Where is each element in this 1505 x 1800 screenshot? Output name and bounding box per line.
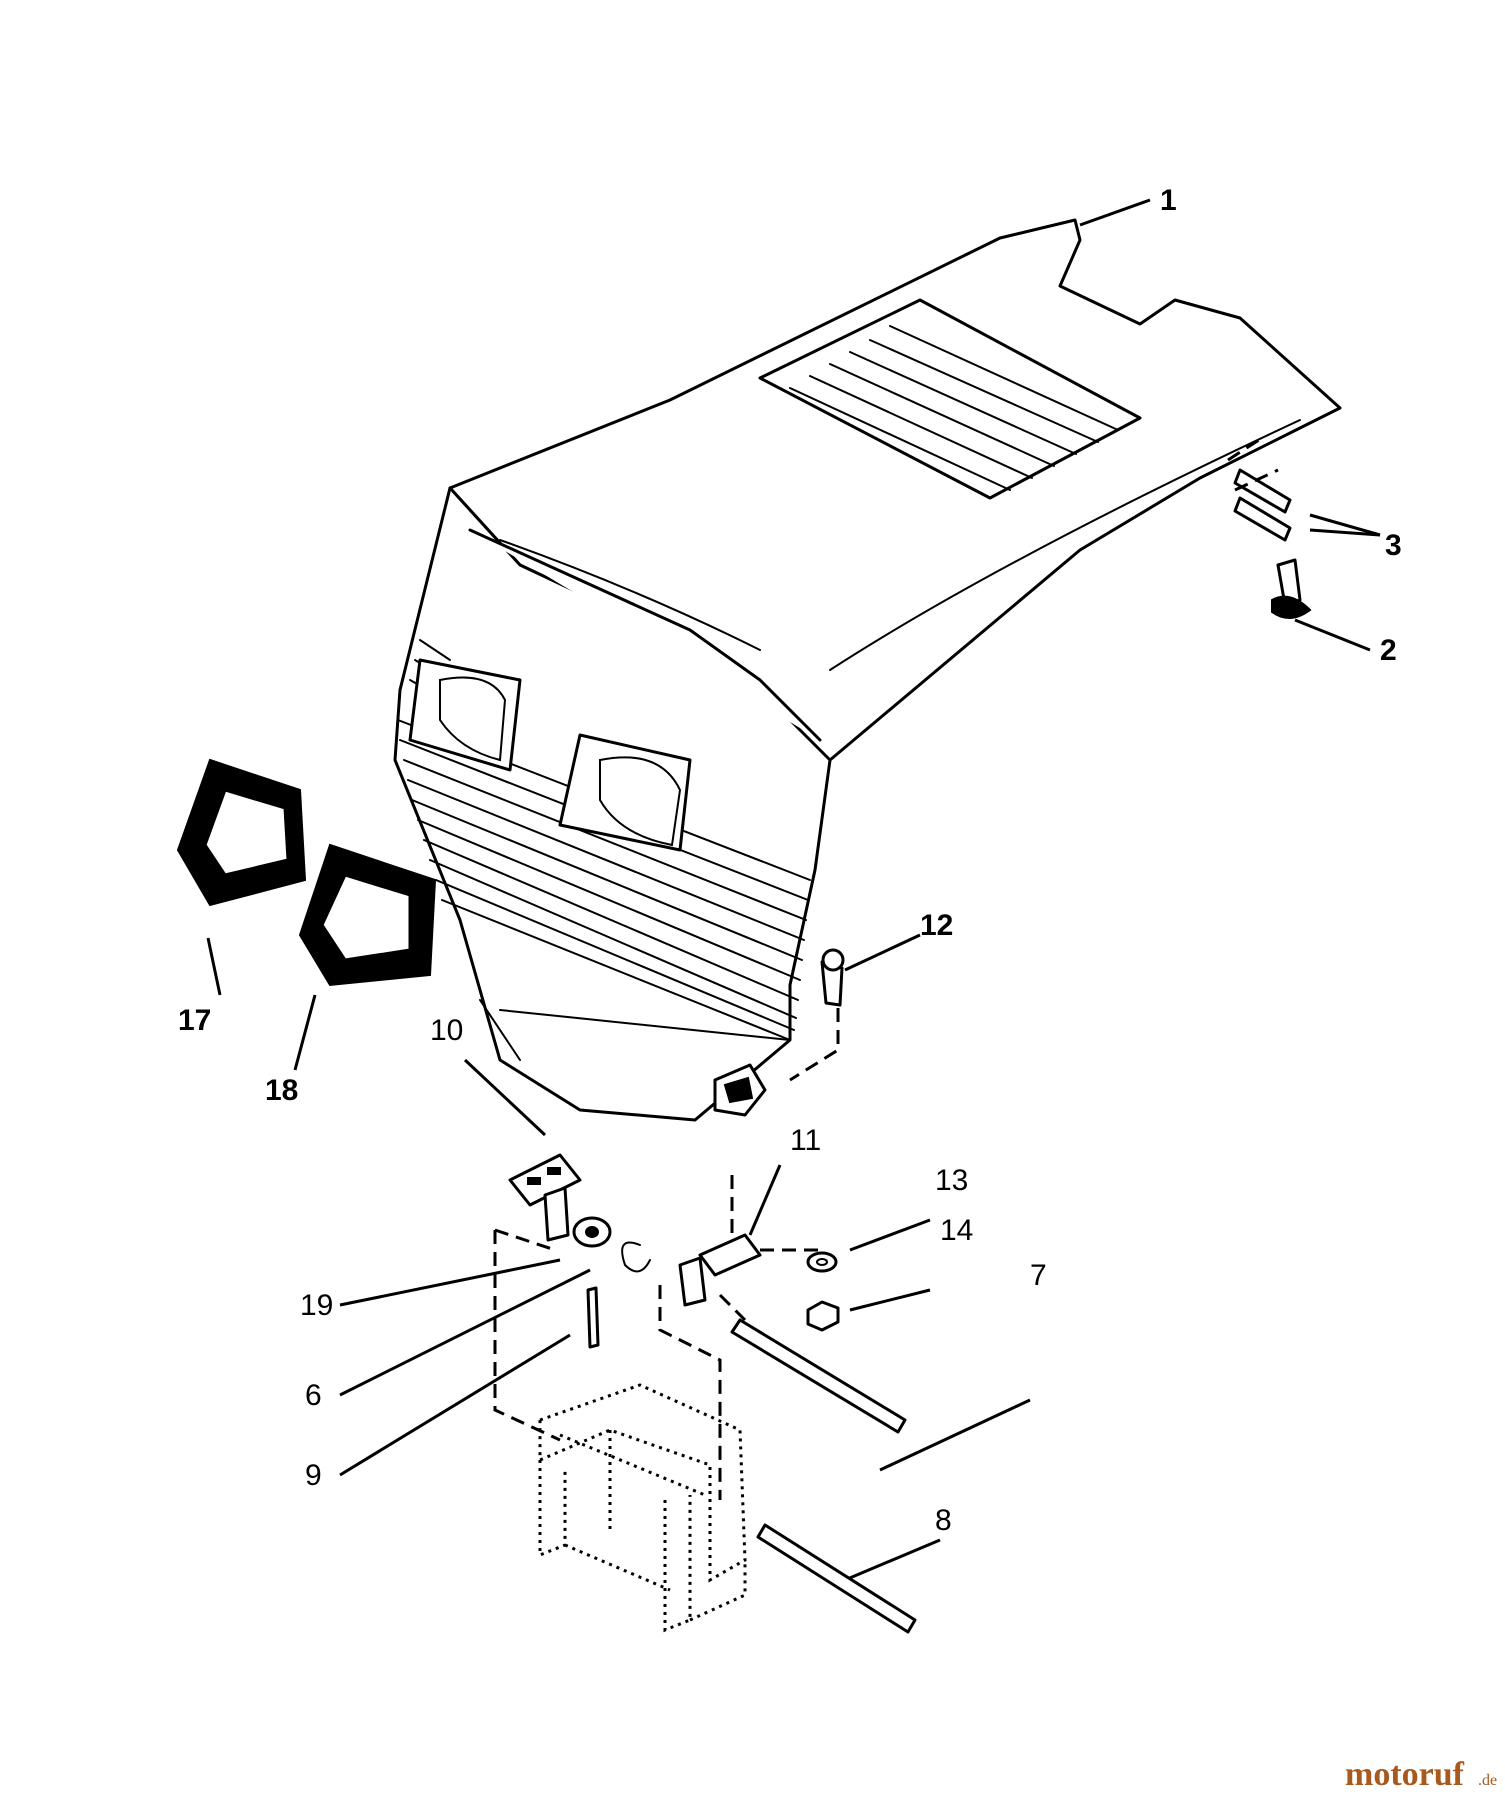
callout-14: 14 [940, 1214, 973, 1247]
callout-1: 1 [1160, 184, 1177, 217]
callout-8: 8 [935, 1504, 952, 1537]
callout-6: 6 [305, 1379, 322, 1412]
callout-17: 17 [178, 1004, 211, 1037]
pivot-rod-8 [756, 1523, 917, 1634]
callout-3: 3 [1385, 529, 1402, 562]
assembly-reference-lines [493, 1228, 825, 1500]
leader-lines [206, 198, 1381, 1582]
callout-labels: 1 2 3 6 7 8 9 10 11 12 13 14 17 18 19 [178, 184, 1402, 1537]
bracket-11 [678, 1175, 762, 1307]
callout-9: 9 [305, 1459, 322, 1492]
callout-13: 13 [935, 1164, 968, 1197]
callout-7: 7 [1030, 1259, 1047, 1292]
callout-2: 2 [1380, 634, 1397, 667]
bushing-19 [572, 1216, 612, 1248]
callout-19: 19 [300, 1289, 333, 1322]
hood-bolts [1227, 436, 1292, 542]
headlight-bezel-17 [176, 758, 307, 907]
headlight-bezel-18 [298, 843, 437, 987]
e-clip-6 [621, 1241, 651, 1273]
left-headlight-opening [408, 658, 522, 772]
grille-bars [397, 639, 811, 1041]
watermark-brand: motoruf [1345, 1756, 1465, 1793]
bracket-10 [508, 1153, 582, 1242]
grille [393, 486, 832, 1122]
callout-18: 18 [265, 1074, 298, 1107]
callout-12: 12 [920, 909, 953, 942]
hood-vent-slats [789, 325, 1119, 491]
right-headlight-opening [558, 733, 692, 852]
watermark-logo: motoruf .de [1345, 1756, 1497, 1793]
washer-13 [806, 1251, 838, 1273]
callout-10: 10 [430, 1014, 463, 1047]
carriage-bolt [789, 948, 845, 1082]
callout-11: 11 [790, 1124, 821, 1157]
cotter-pin-9 [586, 1286, 600, 1349]
pivot-rod-7 [730, 1318, 907, 1434]
watermark-suffix: .de [1478, 1772, 1497, 1789]
mounting-frame [538, 1383, 747, 1633]
hood-latch [1271, 558, 1312, 619]
nut-14 [806, 1300, 840, 1332]
